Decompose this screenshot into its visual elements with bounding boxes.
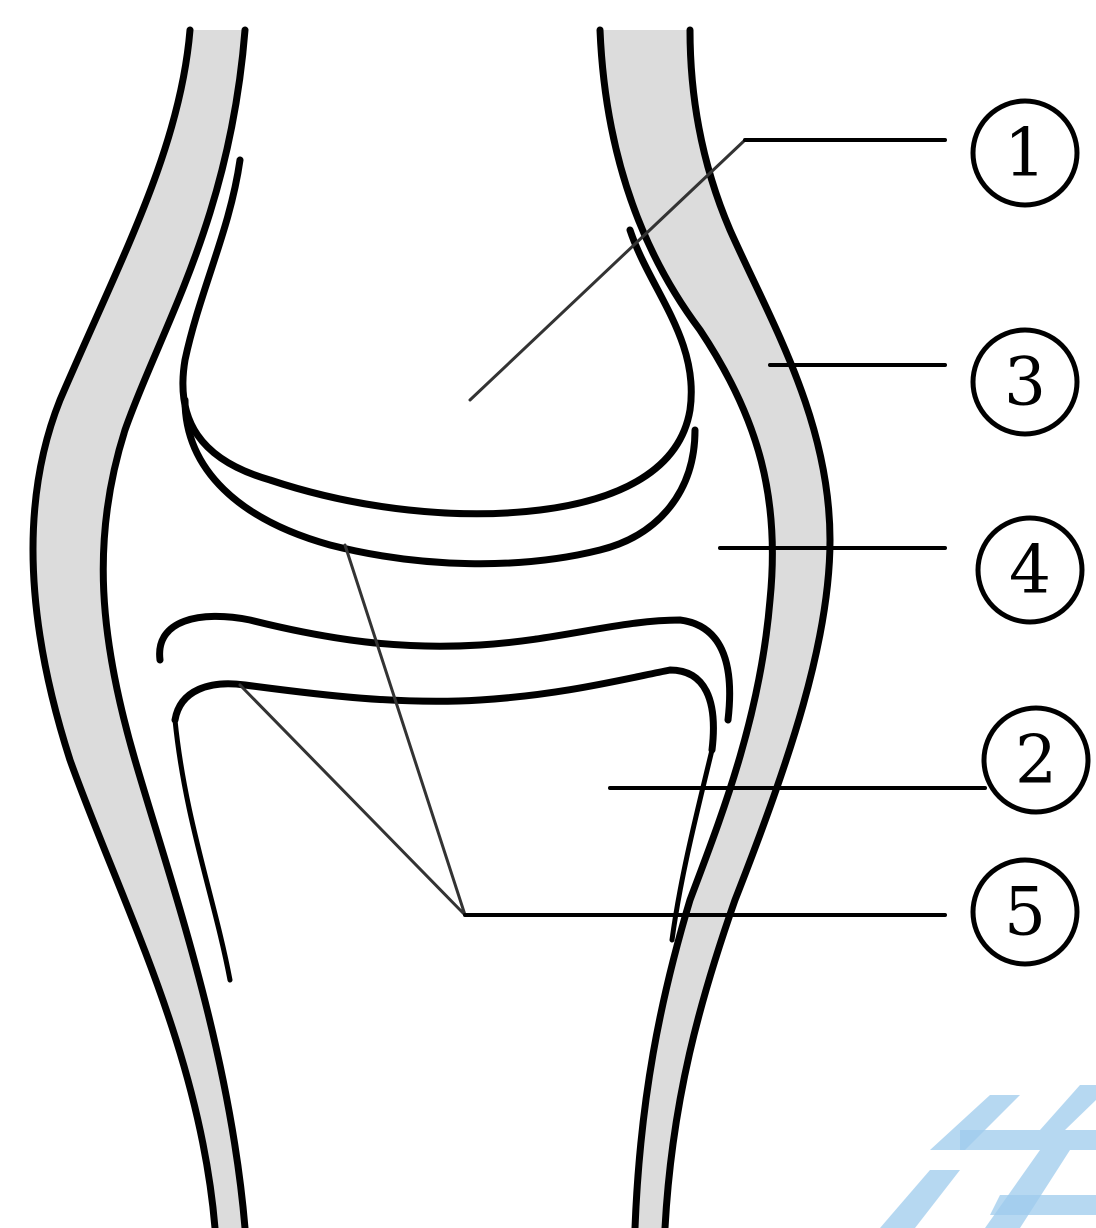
leader-5a xyxy=(345,545,465,915)
label-3: 3 xyxy=(973,330,1077,434)
label-2-text: 2 xyxy=(1015,722,1057,799)
label-1: 1 xyxy=(973,101,1077,205)
label-3-text: 3 xyxy=(1004,344,1046,421)
joint-socket-outline xyxy=(175,670,713,750)
label-1-text: 1 xyxy=(1004,115,1046,192)
leader-5b xyxy=(240,685,465,915)
upper-cartilage-outline xyxy=(185,400,695,564)
watermark-graphic xyxy=(880,1085,1096,1228)
label-2: 2 xyxy=(984,708,1088,812)
joint-head-outline xyxy=(183,160,691,514)
label-5-text: 5 xyxy=(1004,874,1046,951)
label-4: 4 xyxy=(978,518,1082,622)
label-4-text: 4 xyxy=(1009,532,1051,609)
label-5: 5 xyxy=(973,860,1077,964)
